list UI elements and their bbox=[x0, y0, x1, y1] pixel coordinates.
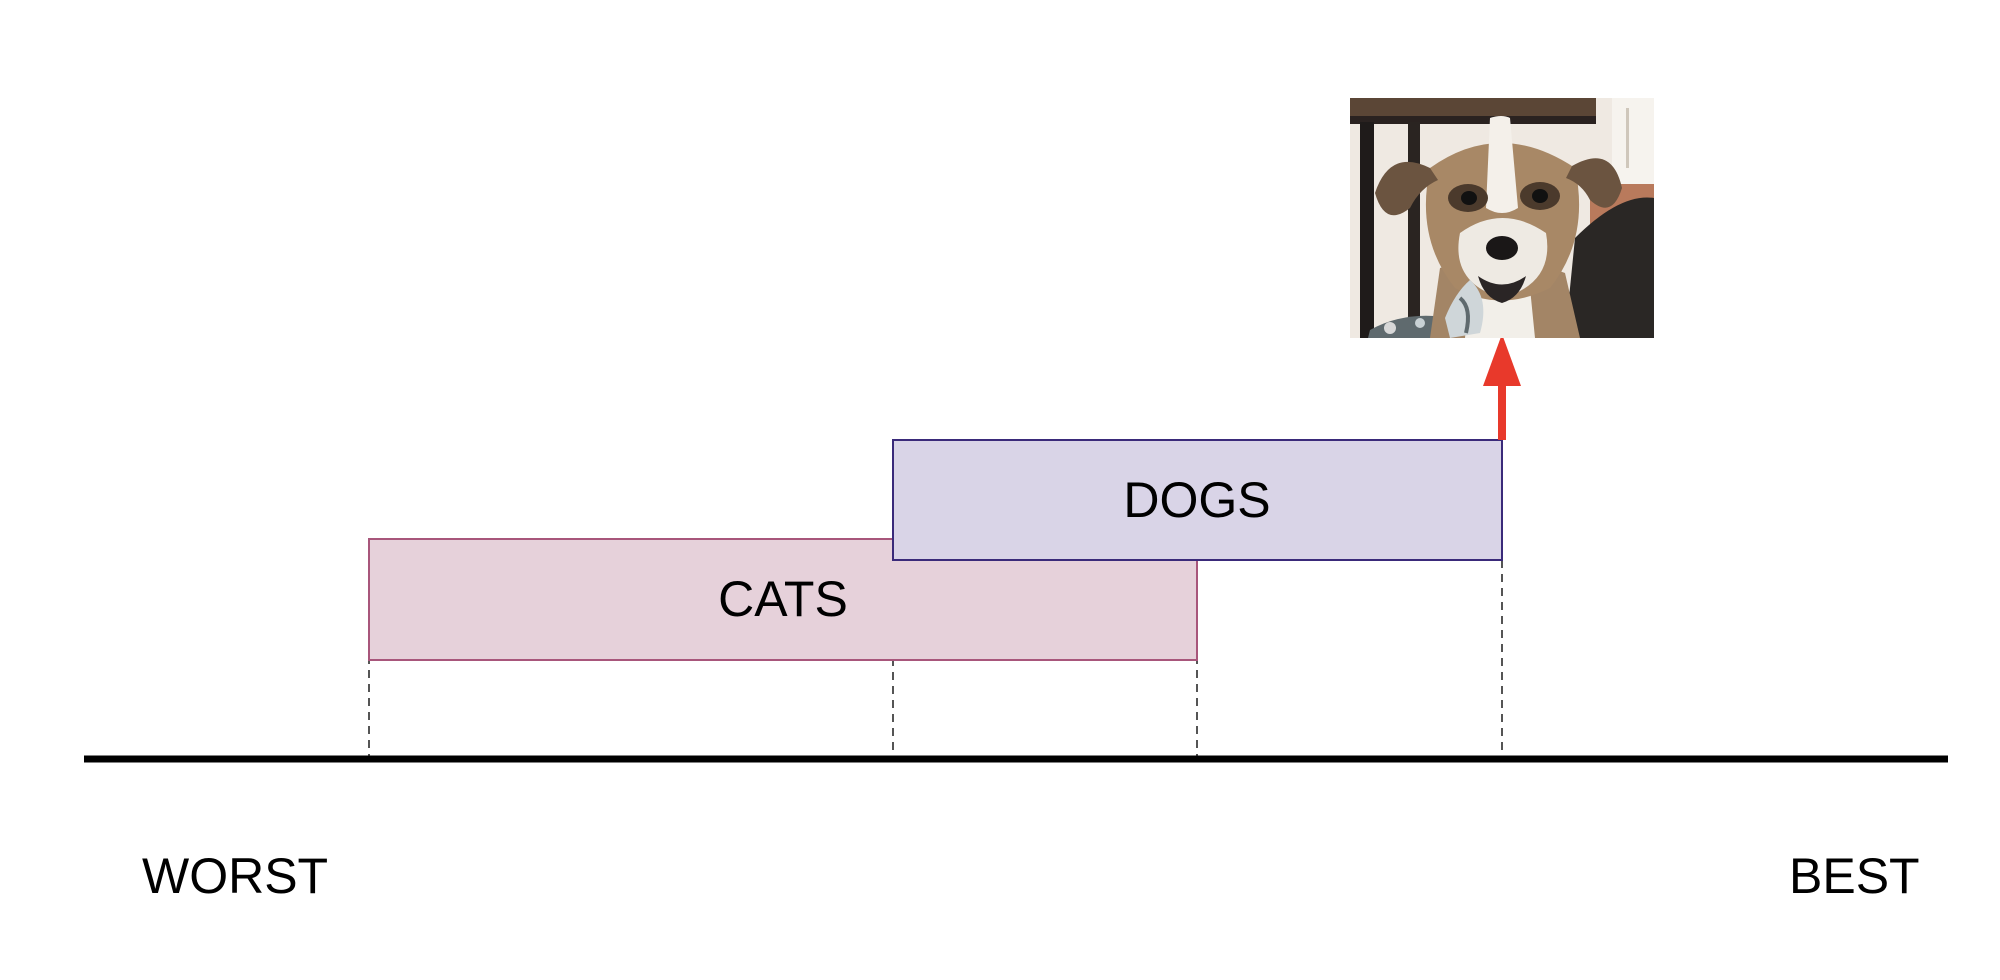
dogs-range-bar bbox=[892, 439, 1503, 561]
cats-label: CATS bbox=[718, 571, 848, 627]
worst-label: WORST bbox=[142, 848, 329, 904]
up-arrow-icon bbox=[1483, 334, 1521, 440]
dog-photo bbox=[1350, 98, 1654, 338]
best-label: BEST bbox=[1789, 848, 1920, 904]
dog-photo-icon bbox=[1350, 98, 1654, 338]
dogs-label: DOGS bbox=[1123, 472, 1271, 528]
